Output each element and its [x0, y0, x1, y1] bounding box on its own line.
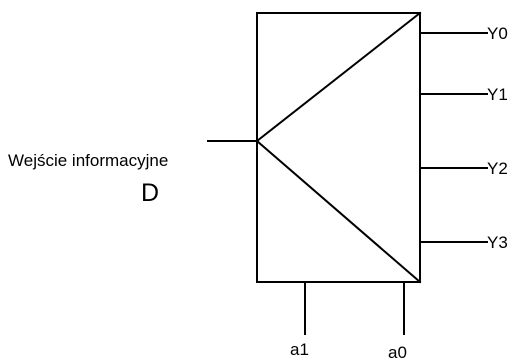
internal-upper-wedge-line [255, 11, 422, 143]
output-y1-label: Y1 [487, 85, 508, 104]
output-y3-label: Y3 [487, 233, 508, 252]
select-a1-label: a1 [290, 340, 309, 359]
output-y0-label: Y0 [487, 24, 508, 43]
input-description-label: Wejście informacyjne [8, 151, 168, 170]
input-symbol-label: D [141, 179, 159, 207]
internal-lower-wedge-line [255, 139, 422, 284]
demux-block [256, 12, 421, 283]
output-y2-label: Y2 [487, 159, 508, 178]
select-a0-label: a0 [388, 343, 407, 360]
